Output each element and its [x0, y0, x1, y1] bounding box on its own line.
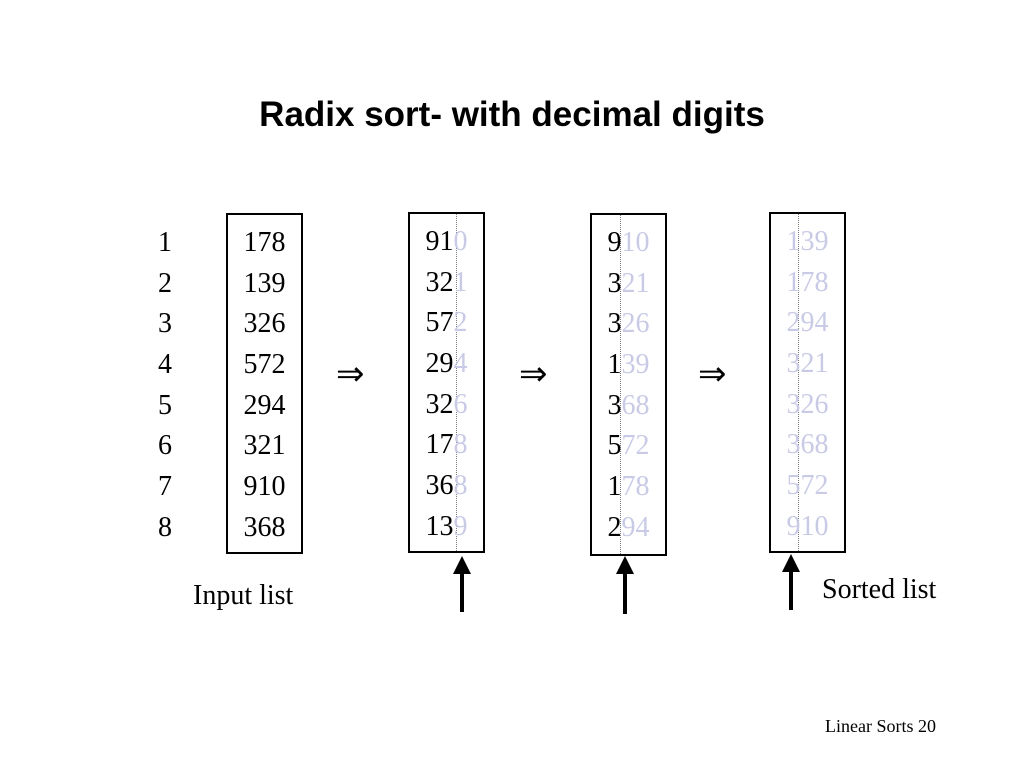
slide-title: Radix sort- with decimal digits	[259, 95, 765, 134]
digit-divider	[620, 215, 621, 554]
pass1-value: 368	[425, 470, 468, 502]
row-index: 3	[158, 308, 172, 340]
pass1-value: 294	[425, 348, 468, 380]
pass2-value: 321	[607, 267, 650, 299]
pass2-value: 910	[607, 227, 650, 258]
pass2-value: 326	[607, 308, 650, 340]
pass1-value: 178	[425, 429, 468, 461]
pass1-values: 910 321 572 294 326 178 368 139	[410, 222, 483, 548]
sorted-value: 572	[786, 470, 829, 502]
sorted-values: 139 178 294 321 326 368 572 910	[771, 222, 844, 548]
input-value: 321	[243, 430, 286, 462]
pass1-value: 572	[425, 307, 468, 339]
input-value: 910	[243, 471, 286, 503]
pass2-list-box: 910 321 326 139 368 572 178 294	[590, 213, 667, 556]
right-double-arrow-icon: ⇒	[519, 356, 548, 393]
input-list-caption: Input list	[193, 580, 294, 611]
row-index: 1	[158, 227, 172, 258]
input-list-box: 178 139 326 572 294 321 910 368	[226, 213, 303, 554]
sorted-value: 326	[786, 388, 829, 420]
digit-divider	[798, 214, 799, 551]
pass1-value: 139	[425, 510, 468, 542]
row-index: 2	[158, 267, 172, 299]
pass2-value: 368	[607, 389, 650, 421]
input-value: 368	[243, 511, 286, 543]
row-index: 5	[158, 389, 172, 421]
row-index: 6	[158, 430, 172, 462]
pass2-value: 178	[607, 471, 650, 503]
row-index: 7	[158, 471, 172, 503]
slide-footer: Linear Sorts 20	[825, 716, 936, 736]
up-arrow-icon	[782, 554, 800, 610]
input-value: 139	[243, 267, 286, 299]
sorted-list-caption: Sorted list	[822, 574, 937, 605]
pass2-values: 910 321 326 139 368 572 178 294	[592, 223, 665, 549]
sorted-value: 368	[786, 429, 829, 461]
pass2-value: 294	[607, 511, 650, 543]
up-arrow-icon	[616, 556, 634, 614]
pass1-list-box: 910 321 572 294 326 178 368 139	[408, 212, 485, 553]
input-value: 294	[243, 389, 286, 421]
input-value: 178	[243, 227, 286, 258]
sorted-list-box: 139 178 294 321 326 368 572 910	[769, 212, 846, 553]
input-value: 326	[243, 308, 286, 340]
row-index: 8	[158, 511, 172, 543]
pass2-value: 572	[607, 430, 650, 462]
sorted-value: 321	[786, 348, 829, 380]
sorted-value: 910	[786, 510, 829, 542]
input-value: 572	[243, 349, 286, 381]
pass1-value: 321	[425, 266, 468, 298]
pass2-value: 139	[607, 349, 650, 381]
pass1-value: 326	[425, 388, 468, 420]
sorted-value: 139	[786, 226, 829, 257]
sorted-value: 178	[786, 266, 829, 298]
right-double-arrow-icon: ⇒	[698, 356, 727, 393]
digit-divider	[456, 214, 457, 551]
row-index: 4	[158, 349, 172, 381]
up-arrow-icon	[453, 556, 471, 612]
index-column: 1 2 3 4 5 6 7 8	[150, 223, 180, 549]
pass1-value: 910	[425, 226, 468, 257]
right-double-arrow-icon: ⇒	[336, 356, 365, 393]
sorted-value: 294	[786, 307, 829, 339]
input-values: 178 139 326 572 294 321 910 368	[228, 223, 301, 549]
